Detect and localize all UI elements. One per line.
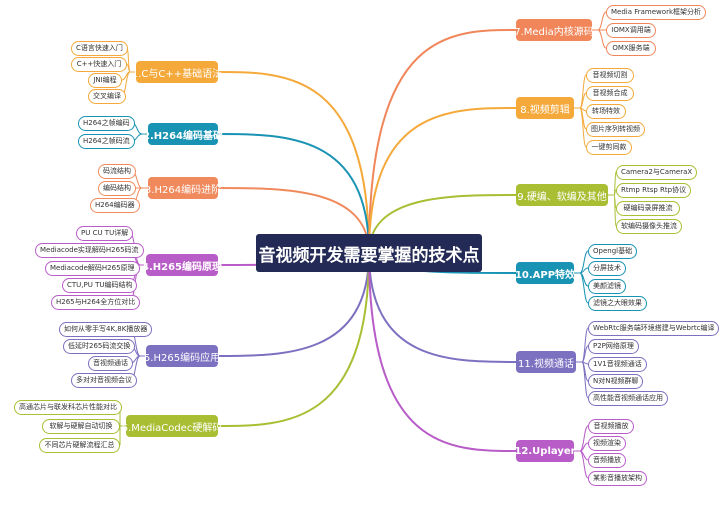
branch-node[interactable]: 4.H265编码原理 xyxy=(142,254,222,276)
leaf-node[interactable]: Media Framework框架分析 xyxy=(606,4,706,20)
leaf-node[interactable]: Rtmp Rtsp Rtp协议 xyxy=(616,182,692,198)
leaf-connector xyxy=(591,11,607,31)
leaf-node[interactable]: 音视频通话 xyxy=(88,355,133,371)
leaf-node[interactable]: OMX服务端 xyxy=(606,40,656,56)
leaf-node[interactable]: JNI编程 xyxy=(88,72,122,88)
leaf-node[interactable]: P2P网络原理 xyxy=(588,338,639,354)
leaf-connector xyxy=(573,74,587,109)
branch-node[interactable]: 9.硬编、软编及其他 xyxy=(516,184,608,206)
leaf-node[interactable]: 音视频切割 xyxy=(586,67,634,83)
root-topic[interactable]: 音视频开发需要掌握的技术点 xyxy=(256,234,482,272)
leaf-connector xyxy=(573,250,589,274)
leaf-node[interactable]: Camera2与CameraX xyxy=(616,164,698,180)
branch-connector xyxy=(368,29,517,254)
leaf-node[interactable]: 一键剪同款 xyxy=(586,139,632,155)
leaf-node[interactable]: Opengl基础 xyxy=(588,243,638,259)
leaf-connector xyxy=(575,327,589,363)
branch-connector xyxy=(368,252,517,363)
leaf-node[interactable]: 美颜滤镜 xyxy=(588,278,626,294)
leaf-node[interactable]: 编码结构 xyxy=(98,180,136,196)
leaf-node[interactable]: Mediacode实现解码H265码流 xyxy=(35,242,144,258)
leaf-node[interactable]: H264编码器 xyxy=(90,197,140,213)
branch-node[interactable]: 7.Media内核源码 xyxy=(514,19,594,41)
leaf-node[interactable]: 码流结构 xyxy=(98,163,136,179)
leaf-node[interactable]: 音视频播放 xyxy=(588,418,634,434)
leaf-node[interactable]: H265与H264全方位对比 xyxy=(51,294,141,310)
leaf-node[interactable]: 1V1音视频通话 xyxy=(588,356,647,372)
branch-node[interactable]: 6.MediaCodec硬解码 xyxy=(122,415,222,437)
branch-connector xyxy=(217,252,370,357)
leaf-node[interactable]: 低延时265码流交换 xyxy=(63,338,136,354)
leaf-connector xyxy=(573,272,589,304)
leaf-connector xyxy=(573,272,589,287)
leaf-connector xyxy=(575,361,589,399)
leaf-node[interactable]: 某影音播放架构 xyxy=(588,470,647,486)
branch-node[interactable]: 1.C与C++基础语法 xyxy=(132,61,222,83)
leaf-node[interactable]: N对N视频群聊 xyxy=(588,373,644,389)
branch-node[interactable]: 5.H265编码应用 xyxy=(144,345,220,367)
branch-node[interactable]: 8.视频剪辑 xyxy=(516,97,574,119)
leaf-connector xyxy=(607,194,617,227)
leaf-node[interactable]: CTU,PU TU编码结构 xyxy=(62,277,138,293)
leaf-node[interactable]: 音视频合成 xyxy=(586,85,634,101)
branch-node[interactable]: 2.H264编码基础 xyxy=(143,123,223,145)
leaf-connector xyxy=(119,425,127,446)
branch-connector xyxy=(368,107,517,254)
leaf-node[interactable]: IOMX调用端 xyxy=(606,22,656,38)
leaf-node[interactable]: C++快速入门 xyxy=(71,56,127,72)
leaf-node[interactable]: 如何从零手写4K,8K播放器 xyxy=(59,321,153,337)
branch-connector xyxy=(368,252,517,452)
leaf-node[interactable]: 软编码摄像头推流 xyxy=(616,218,682,234)
leaf-connector xyxy=(573,92,587,109)
branch-node[interactable]: 12.Uplayer xyxy=(514,440,576,462)
leaf-node[interactable]: 多对对音视频会议 xyxy=(71,372,137,388)
leaf-connector xyxy=(591,29,607,49)
leaf-node[interactable]: 转场特效 xyxy=(586,103,626,119)
leaf-node[interactable]: 硬编码录屏推流 xyxy=(616,200,680,216)
leaf-connector xyxy=(573,450,589,479)
leaf-node[interactable]: 不同芯片硬解流程汇总 xyxy=(39,437,120,453)
leaf-node[interactable]: 视频渲染 xyxy=(588,435,626,451)
branch-connector xyxy=(217,252,370,427)
leaf-node[interactable]: PU CU TU详解 xyxy=(76,225,134,241)
leaf-node[interactable]: 高性能音视频通话应用 xyxy=(588,390,668,406)
leaf-node[interactable]: H264之帧码流 xyxy=(78,133,135,149)
branch-connector xyxy=(217,71,370,254)
leaf-connector xyxy=(573,107,587,148)
branch-node[interactable]: 3.H264编码进阶 xyxy=(145,177,221,199)
branch-connector xyxy=(217,187,370,254)
branch-node[interactable]: 11.视频通话 xyxy=(516,351,576,373)
leaf-connector xyxy=(575,361,589,382)
branch-node[interactable]: 10.APP特效 xyxy=(515,262,575,284)
leaf-node[interactable]: 分屏技术 xyxy=(588,260,626,276)
leaf-node[interactable]: Mediacode解码H265原理 xyxy=(45,260,140,276)
leaf-node[interactable]: 图片序列转视频 xyxy=(586,121,645,137)
leaf-node[interactable]: 交叉编译 xyxy=(88,88,126,104)
leaf-connector xyxy=(575,345,589,363)
leaf-connector xyxy=(573,107,587,130)
leaf-node[interactable]: 高通芯片与联发科芯片性能对比 xyxy=(14,399,122,415)
leaf-node[interactable]: 滤镜之大眼效果 xyxy=(588,295,647,311)
leaf-node[interactable]: WebRtc服务端环境搭建与Webrtc编译 xyxy=(588,320,720,336)
leaf-node[interactable]: 音频播放 xyxy=(588,452,626,468)
branch-connector xyxy=(217,133,370,254)
leaf-node[interactable]: 软解与硬解自动切换 xyxy=(42,418,120,434)
leaf-node[interactable]: H264之帧编码 xyxy=(78,115,135,131)
leaf-connector xyxy=(573,425,589,452)
leaf-node[interactable]: C语言快速入门 xyxy=(71,40,128,56)
